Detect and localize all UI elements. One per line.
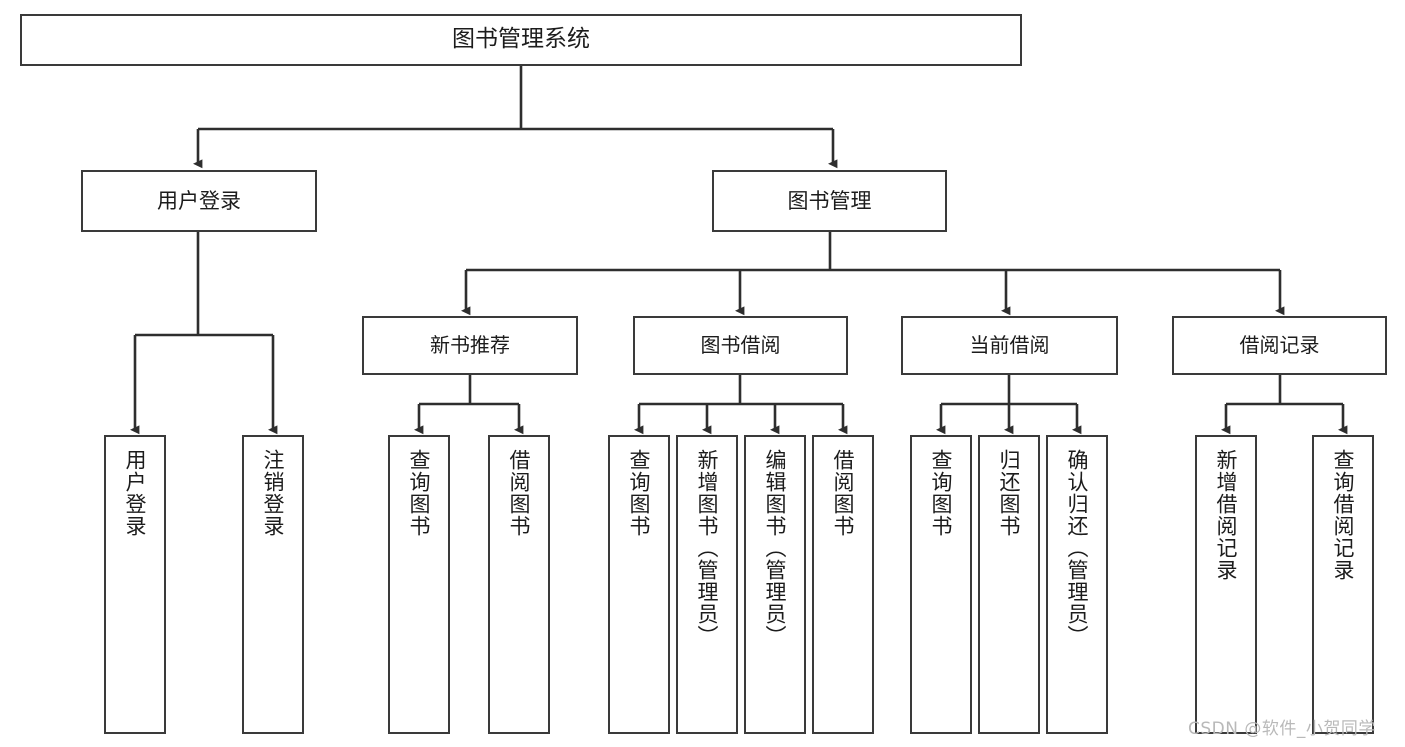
leaf-book-borrow-lend[interactable]: 借阅图书 <box>812 435 874 734</box>
leaf-current-borrow-query[interactable]: 查询图书 <box>910 435 972 734</box>
node-label: 用户登录 <box>157 188 241 213</box>
leaf-new-book-query[interactable]: 查询图书 <box>388 435 450 734</box>
node-current-borrow[interactable]: 当前借阅 <box>901 316 1118 375</box>
node-label: 用户登录 <box>123 449 148 537</box>
node-label: 借阅图书 <box>507 449 532 537</box>
leaf-current-borrow-confirm-return[interactable]: 确认归还（管理员） <box>1046 435 1108 734</box>
leaf-book-borrow-add[interactable]: 新增图书（管理员） <box>676 435 738 734</box>
leaf-user-login-signin[interactable]: 用户登录 <box>104 435 166 734</box>
leaf-user-login-signout[interactable]: 注销登录 <box>242 435 304 734</box>
leaf-borrow-record-query[interactable]: 查询借阅记录 <box>1312 435 1374 734</box>
node-label: 当前借阅 <box>969 332 1050 357</box>
node-label: 编辑图书（管理员） <box>763 449 788 647</box>
node-label: 查询借阅记录 <box>1331 449 1356 581</box>
node-root-system[interactable]: 图书管理系统 <box>20 14 1022 66</box>
csdn-watermark: CSDN @软件_小贺同学 <box>1188 719 1376 739</box>
node-book-borrow[interactable]: 图书借阅 <box>633 316 848 375</box>
leaf-book-borrow-edit[interactable]: 编辑图书（管理员） <box>744 435 806 734</box>
node-new-book-recommend[interactable]: 新书推荐 <box>362 316 578 375</box>
node-label: 新增图书（管理员） <box>695 449 720 647</box>
node-label: 归还图书 <box>997 449 1022 537</box>
node-label: 图书管理 <box>787 188 872 213</box>
node-label: 图书管理系统 <box>452 26 590 53</box>
node-book-management[interactable]: 图书管理 <box>712 170 947 232</box>
node-label: 借阅记录 <box>1239 332 1320 357</box>
node-label: 查询图书 <box>929 449 954 537</box>
leaf-borrow-record-add[interactable]: 新增借阅记录 <box>1195 435 1257 734</box>
node-label: 借阅图书 <box>831 449 856 537</box>
node-label: 查询图书 <box>407 449 432 537</box>
leaf-book-borrow-query[interactable]: 查询图书 <box>608 435 670 734</box>
node-borrow-record[interactable]: 借阅记录 <box>1172 316 1387 375</box>
node-label: 图书借阅 <box>700 332 781 357</box>
node-label: 新书推荐 <box>430 332 510 357</box>
leaf-new-book-borrow[interactable]: 借阅图书 <box>488 435 550 734</box>
node-label: 注销登录 <box>261 449 286 537</box>
node-label: 确认归还（管理员） <box>1065 449 1090 647</box>
node-label: 新增借阅记录 <box>1214 449 1239 581</box>
leaf-current-borrow-return[interactable]: 归还图书 <box>978 435 1040 734</box>
node-label: 查询图书 <box>627 449 652 537</box>
node-user-login[interactable]: 用户登录 <box>81 170 317 232</box>
